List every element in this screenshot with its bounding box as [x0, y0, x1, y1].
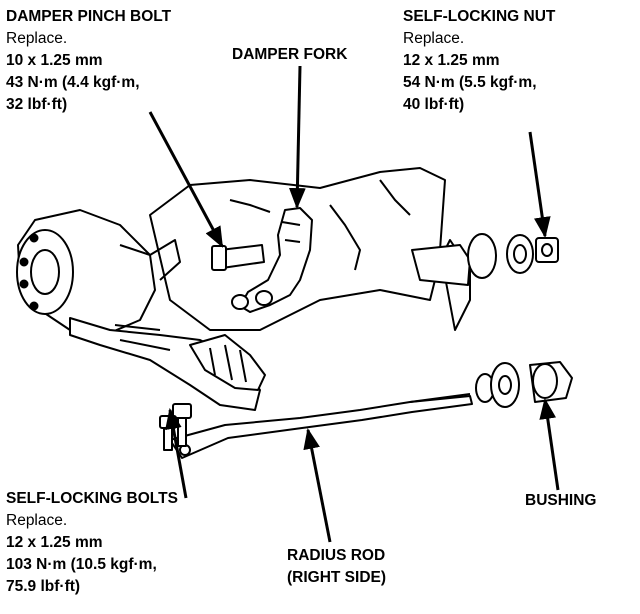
self-locking-nut-arrow: [528, 131, 551, 239]
bolts-action: Replace.: [6, 512, 68, 529]
damper-fork-shape: [239, 207, 313, 313]
damper-fork-title: DAMPER FORK: [232, 46, 348, 63]
label-bushing: BUSHING: [525, 490, 596, 512]
bolts-torque-2: 75.9 lbf·ft): [6, 578, 81, 595]
self-locking-bolts-arrow: [165, 407, 188, 499]
bolts-size: 12 x 1.25 mm: [6, 534, 103, 551]
radius-rod-arrow: [303, 427, 332, 543]
radius-rod-line-2: (RIGHT SIDE): [287, 569, 387, 586]
pinch-bolt-size: 10 x 1.25 mm: [6, 52, 103, 69]
lower-arm: [69, 317, 261, 411]
label-self-locking-bolts: SELF-LOCKING BOLTS Replace. 12 x 1.25 mm…: [6, 488, 178, 598]
pinch-bolt-arrow: [148, 111, 224, 248]
label-self-locking-nut: SELF-LOCKING NUT Replace. 12 x 1.25 mm 5…: [403, 6, 555, 116]
pinch-bolt-torque-2: 32 lbf·ft): [6, 96, 68, 113]
bolts-torque-1: 103 N·m (10.5 kgf·m,: [6, 556, 157, 573]
nut-action: Replace.: [403, 30, 465, 47]
bolts-title: SELF-LOCKING BOLTS: [6, 490, 178, 507]
nut-title: SELF-LOCKING NUT: [403, 8, 556, 25]
damper-fork-arrow: [289, 65, 306, 210]
label-damper-pinch-bolt: DAMPER PINCH BOLT Replace. 10 x 1.25 mm …: [6, 6, 171, 116]
bushing-title: BUSHING: [525, 492, 597, 509]
nut-bracket: [411, 244, 471, 286]
label-damper-fork: DAMPER FORK: [232, 44, 347, 66]
pinch-bolt-title: DAMPER PINCH BOLT: [6, 8, 172, 25]
pinch-bolt-torque-1: 43 N·m (4.4 kgf·m,: [6, 74, 140, 91]
radius-rod-line-1: RADIUS ROD: [287, 547, 386, 564]
nut-size: 12 x 1.25 mm: [403, 52, 500, 69]
radius-rod-shape: [169, 395, 473, 459]
label-radius-rod: RADIUS ROD (RIGHT SIDE): [287, 545, 386, 589]
nut-torque-1: 54 N·m (5.5 kgf·m,: [403, 74, 537, 91]
bushing-arrow: [539, 397, 560, 491]
pinch-bolt-action: Replace.: [6, 30, 68, 47]
subframe-flange: [329, 204, 361, 271]
nut-torque-2: 40 lbf·ft): [403, 96, 465, 113]
